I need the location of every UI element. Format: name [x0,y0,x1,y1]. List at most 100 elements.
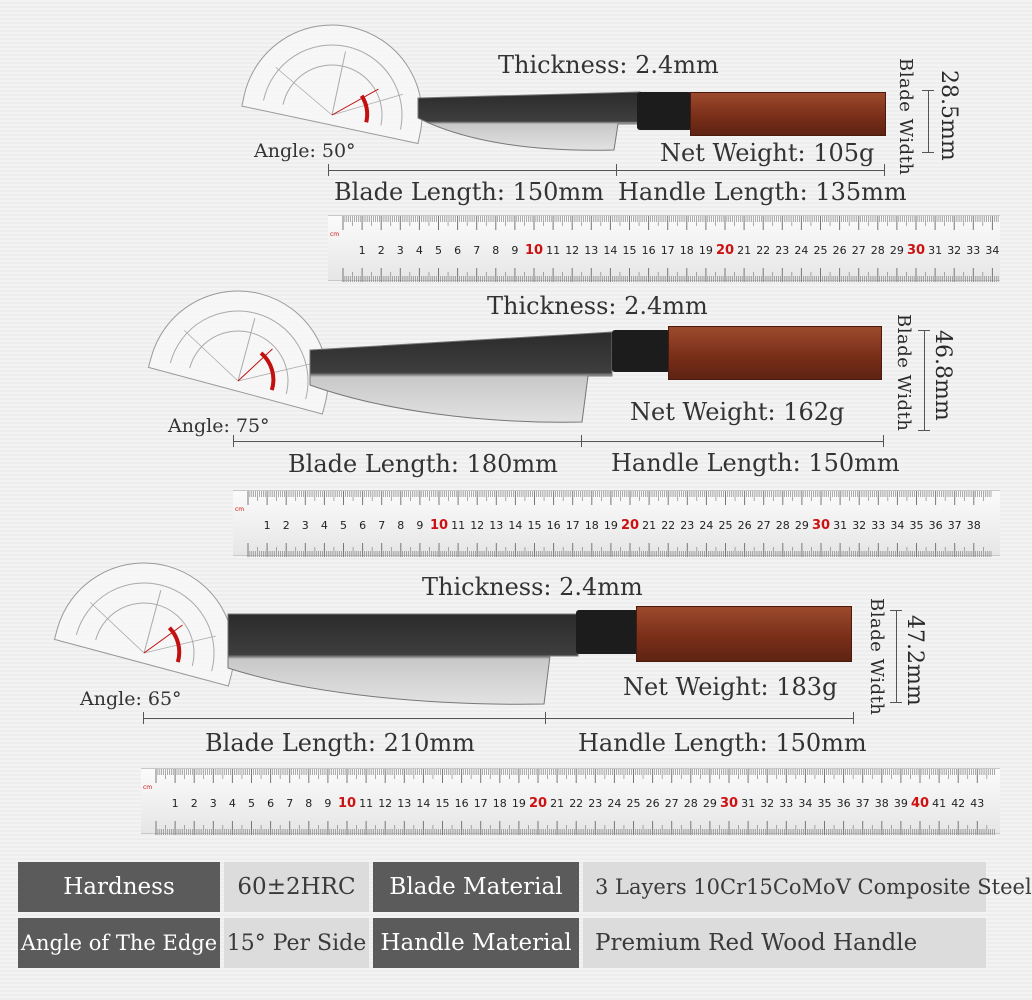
thickness-label-1: Thickness: 2.4mm [498,51,719,79]
ruler-number: 37 [948,519,962,532]
protractor-3-icon [53,562,235,687]
ruler-number: 5 [340,519,347,532]
ruler-number: 20 [621,518,639,533]
width-cap [922,90,934,91]
width-cap [918,330,930,331]
ruler-number: 7 [286,797,293,810]
ruler-number: 21 [642,519,656,532]
ruler-number: 32 [947,244,961,257]
handle-length-label-1: Handle Length: 135mm [618,178,907,206]
ruler-number: 9 [324,797,331,810]
ruler-number: 34 [985,244,999,257]
blade-width-label-3: Blade Width [866,598,887,716]
ruler-number: 19 [699,244,713,257]
handle-1 [690,92,886,136]
ruler-number: 42 [951,797,965,810]
ruler-number: 20 [716,243,734,258]
ruler-number: 3 [210,797,217,810]
thickness-label-3: Thickness: 2.4mm [422,573,643,601]
width-line [896,610,897,702]
ruler-number: 17 [474,797,488,810]
blade-length-line-3 [143,718,853,719]
blade-width-value-2: 46.8mm [930,330,955,421]
ruler-number: 17 [566,519,580,532]
ruler-number: 2 [378,244,385,257]
ruler-number: 26 [646,797,660,810]
blade-1 [417,91,641,151]
bolster-2 [612,330,670,372]
spec-value-hardness: 60±2HRC [224,862,369,912]
bolster-1 [637,92,692,130]
ruler-number: 22 [756,244,770,257]
ruler-number: 8 [397,519,404,532]
ruler-number: 8 [492,244,499,257]
ruler-number: 1 [264,519,271,532]
ruler-number: 10 [430,518,448,533]
blade-length-label-1: Blade Length: 150mm [334,178,604,206]
ruler-number: 28 [684,797,698,810]
ruler-number: 28 [871,244,885,257]
dim-tick [616,164,617,176]
ruler-number: 32 [760,797,774,810]
ruler-number: 19 [512,797,526,810]
ruler-number: 2 [283,519,290,532]
dim-tick [884,164,885,176]
spec-table: Hardness 60±2HRC Blade Material 3 Layers… [18,862,1032,972]
spec-value-edge-angle: 15° Per Side [224,918,369,968]
handle-length-label-2: Handle Length: 150mm [611,449,900,477]
ruler-number: 5 [435,244,442,257]
ruler-number: 1 [172,797,179,810]
ruler-number: 33 [871,519,885,532]
width-cap [890,702,902,703]
ruler-number: 25 [719,519,733,532]
ruler-unit-label: cm [330,231,339,238]
blade-width-label-1: Blade Width [895,58,916,176]
blade-width-label-2: Blade Width [893,314,914,432]
ruler-number: 10 [338,796,356,811]
protractor-2-icon [147,290,329,415]
blade-width-value-3: 47.2mm [902,615,927,706]
ruler-number: 11 [451,519,465,532]
ruler-number: 35 [818,797,832,810]
ruler-number: 3 [302,519,309,532]
ruler-number: 6 [267,797,274,810]
ruler-number: 18 [680,244,694,257]
ruler-number: 12 [565,244,579,257]
ruler-number: 14 [508,519,522,532]
blade-2 [309,331,613,423]
ruler-number: 2 [191,797,198,810]
width-line [928,90,929,152]
ruler-number: 4 [229,797,236,810]
ruler-number: 33 [966,244,980,257]
spec-label-edge-angle: Angle of The Edge [18,918,220,968]
blade-length-line-1 [328,170,884,171]
ruler-number: 7 [473,244,480,257]
dim-tick [328,164,329,176]
ruler-number: 31 [741,797,755,810]
ruler-number: 21 [737,244,751,257]
width-line [924,330,925,430]
ruler-number: 7 [378,519,385,532]
angle-label-1: Angle: 50° [254,140,356,162]
width-cap [918,430,930,431]
ruler-number: 35 [910,519,924,532]
ruler-number: 3 [397,244,404,257]
ruler-number: 11 [359,797,373,810]
ruler-number: 23 [775,244,789,257]
ruler-number: 33 [779,797,793,810]
ruler-number: 12 [470,519,484,532]
ruler-number: 1 [359,244,366,257]
ruler-number: 30 [907,243,925,258]
ruler-number: 11 [546,244,560,257]
ruler-number: 36 [837,797,851,810]
ruler-number: 9 [416,519,423,532]
ruler-number: 19 [604,519,618,532]
ruler-number: 18 [585,519,599,532]
net-weight-label-3: Net Weight: 183g [623,673,838,701]
